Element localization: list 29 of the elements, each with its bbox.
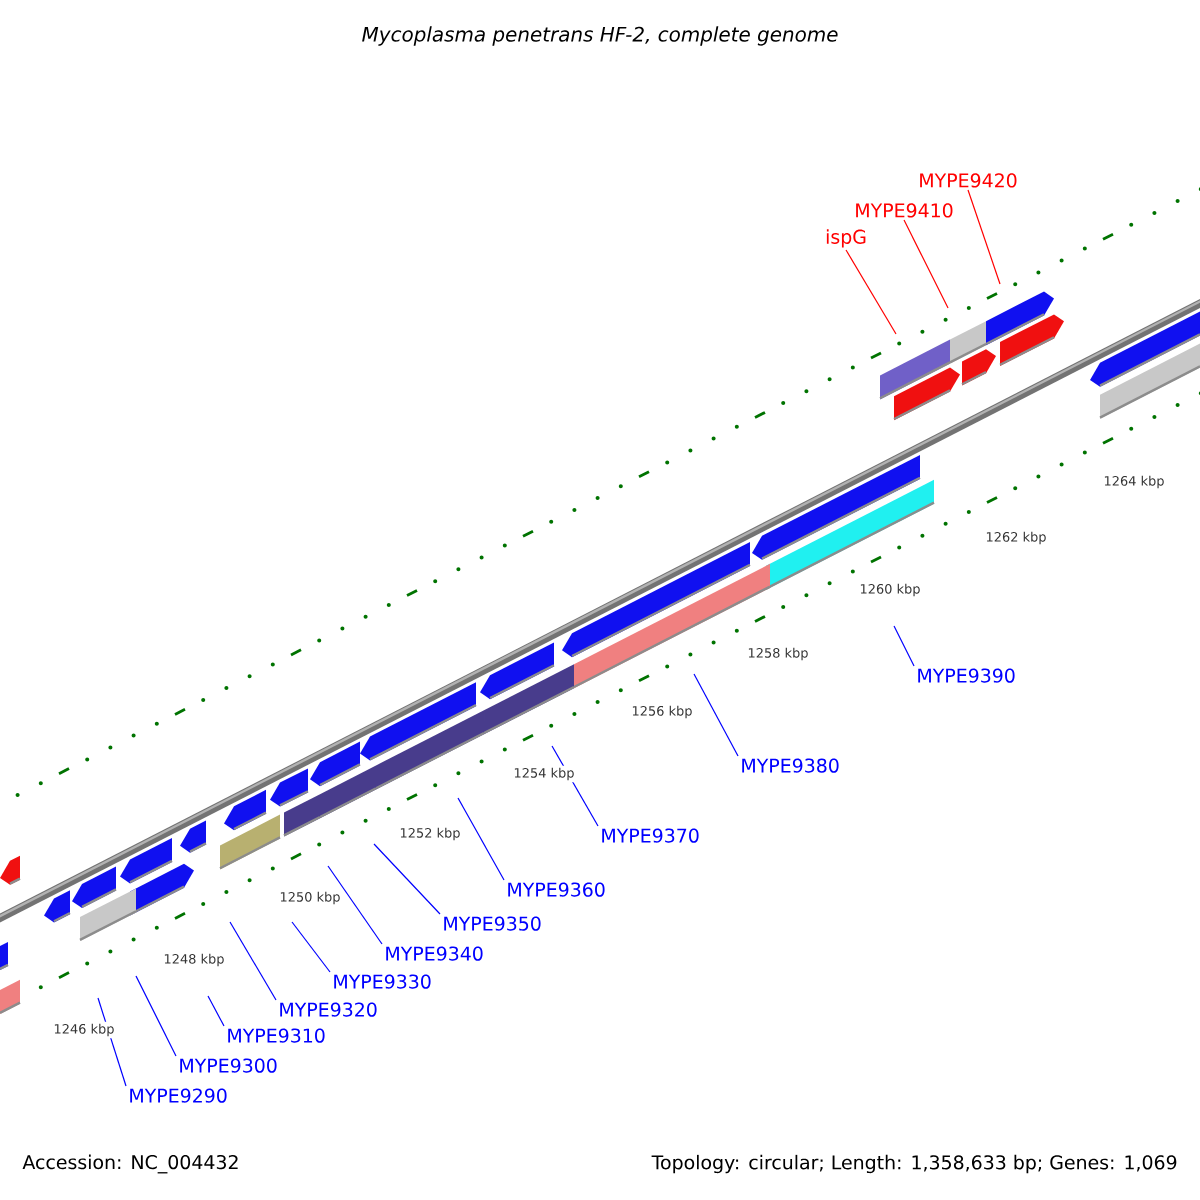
leader-line [693, 673, 739, 757]
gene-label: MYPE9330 [334, 974, 431, 989]
leader-line [893, 625, 915, 667]
leader-line [135, 975, 177, 1057]
leader-line [291, 921, 331, 973]
gene-label: MYPE9370 [602, 828, 699, 843]
gene-label: MYPE9290 [130, 1088, 227, 1103]
gene-label: MYPE9380 [742, 758, 839, 773]
gene-label: MYPE9360 [508, 882, 605, 897]
title: Mycoplasma penetrans HF-2, complete genome [362, 26, 838, 46]
leader-line [457, 797, 505, 881]
leader-line [845, 249, 897, 335]
gene-label: MYPE9420 [920, 173, 1017, 188]
gene-label: MYPE9340 [386, 946, 483, 961]
gene-label: ispG [826, 229, 866, 248]
accession-text: Accession: NC_004432 [22, 1154, 238, 1174]
leader-line [903, 219, 949, 309]
leader-line [967, 189, 1001, 285]
gene-label: MYPE9390 [918, 668, 1015, 683]
gene-label: MYPE9350 [444, 916, 541, 931]
gene-label: MYPE9320 [280, 1002, 377, 1017]
topology-text: Topology: circular; Length: 1,358,633 bp; Genes: 1,069 [651, 1154, 1177, 1174]
gene-label: MYPE9410 [856, 203, 953, 218]
leader-line [207, 995, 225, 1027]
leader-line [373, 843, 441, 915]
gene-label: MYPE9310 [228, 1028, 325, 1043]
gene-label: MYPE9300 [180, 1058, 277, 1073]
leader-line [327, 865, 383, 945]
leader-line [229, 921, 277, 1001]
